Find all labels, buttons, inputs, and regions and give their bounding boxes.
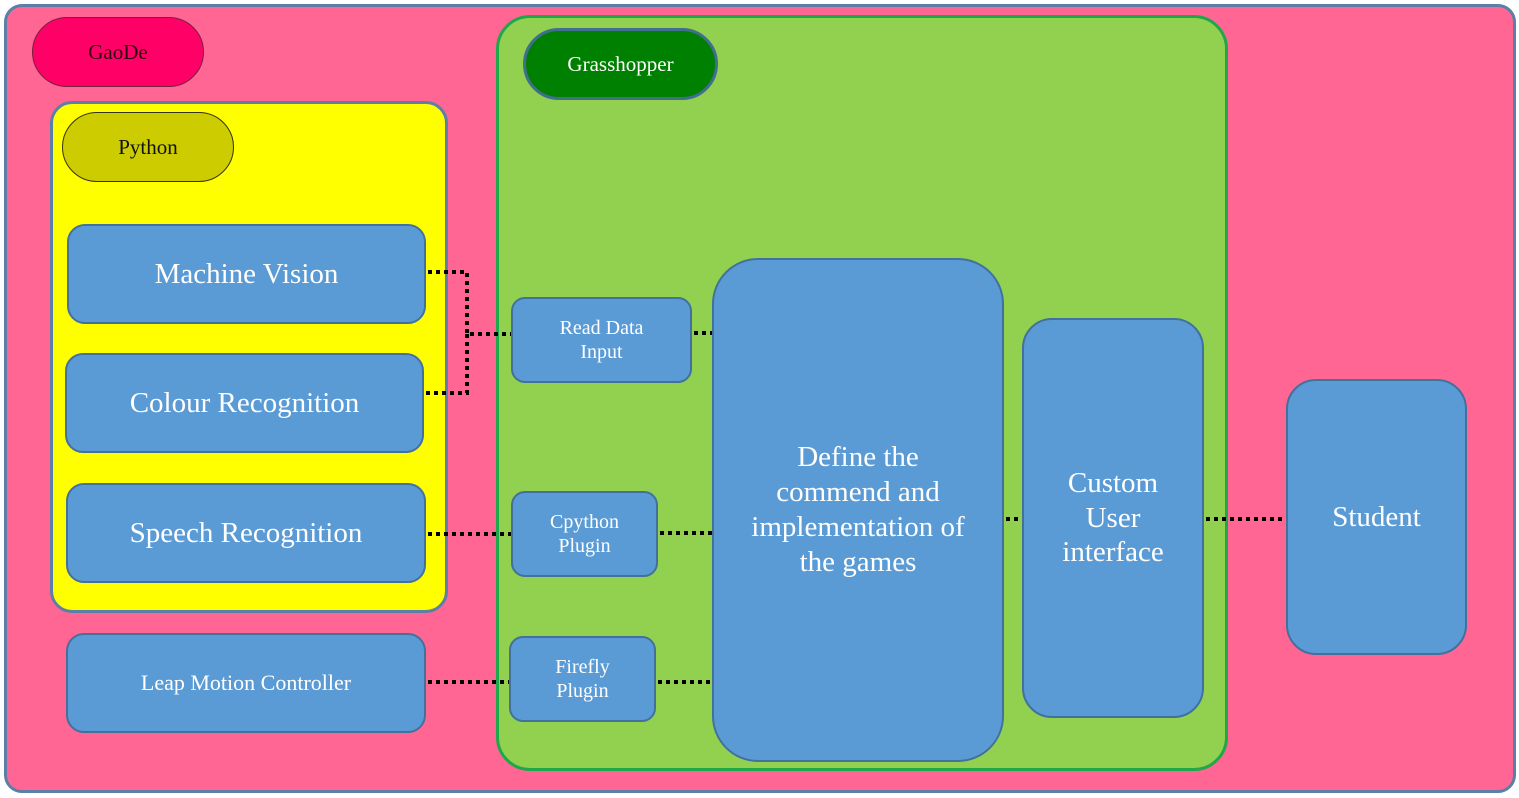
node-read-data-input: Read Data Input — [511, 297, 692, 383]
node-cpython-plugin: Cpython Plugin — [511, 491, 658, 577]
node-read-data-input-label: Read Data Input — [559, 317, 644, 363]
gaode-label: GaoDe — [32, 17, 204, 87]
node-leap-motion-controller: Leap Motion Controller — [66, 633, 426, 733]
node-speech-recognition: Speech Recognition — [66, 483, 426, 583]
node-cpython-plugin-label: Cpython Plugin — [550, 511, 619, 557]
node-custom-user-interface-label: Custom User interface — [1062, 466, 1164, 569]
node-define-games-label: Define the commend and implementation of… — [751, 441, 965, 578]
node-define-games: Define the commend and implementation of… — [712, 258, 1004, 762]
python-label: Python — [62, 112, 234, 182]
node-custom-user-interface: Custom User interface — [1022, 318, 1204, 718]
node-machine-vision: Machine Vision — [67, 224, 426, 324]
node-firefly-plugin: Firefly Plugin — [509, 636, 656, 722]
node-firefly-plugin-label: Firefly Plugin — [555, 656, 610, 702]
node-student: Student — [1286, 379, 1467, 655]
grasshopper-label: Grasshopper — [523, 28, 718, 100]
node-colour-recognition: Colour Recognition — [65, 353, 424, 453]
